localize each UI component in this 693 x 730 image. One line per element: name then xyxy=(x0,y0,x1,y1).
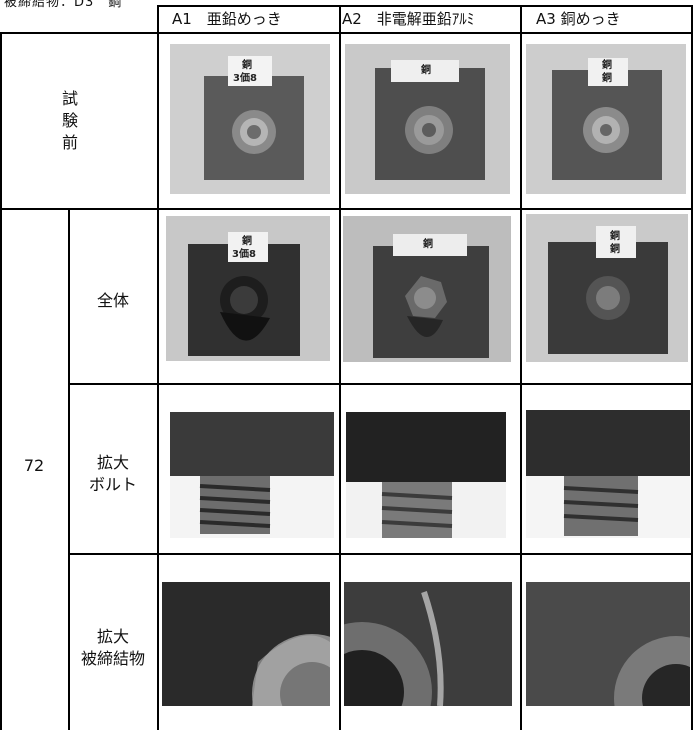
rule-label-col xyxy=(157,5,159,730)
specimen-note: 被締結物：D3 鋼 xyxy=(4,0,123,10)
photo-a2-before: 銅 xyxy=(345,44,510,194)
header-a2: A2 非電解亜鉛ｱﾙﾐ xyxy=(342,9,475,28)
rule-duration-col xyxy=(68,208,70,730)
rule-a2-a3 xyxy=(520,5,522,730)
photo-a3-before: 銅 銅 xyxy=(526,44,686,194)
rule-a1-a2 xyxy=(339,5,341,730)
photo-a3-bolt-closeup xyxy=(526,410,690,538)
label-tag: 銅 xyxy=(242,58,252,71)
photo-a2-material-closeup xyxy=(344,582,512,706)
label-tag: 銅 xyxy=(610,242,620,255)
row-label-fastened-zoom-2: 被締結物 xyxy=(80,649,145,668)
photo-a1-material-closeup xyxy=(162,582,330,706)
photo-a3-overall: 銅 銅 xyxy=(526,214,688,362)
header-a1: A1 亜鉛めっき xyxy=(172,9,282,28)
row-label-bolt-zoom-2: ボルト xyxy=(88,475,137,494)
row-label-overall: 全体 xyxy=(96,291,129,310)
label-tag: 銅 xyxy=(242,234,252,247)
rule-overall-bottom xyxy=(68,383,693,385)
duration-label: 72 xyxy=(23,456,45,475)
row-label-fastened-zoom-1: 拡大 xyxy=(96,627,129,646)
photo-a3-material-closeup xyxy=(526,582,690,706)
rule-bolt-bottom xyxy=(68,553,693,555)
rule-header-bottom xyxy=(0,32,693,34)
label-tag: 銅 xyxy=(423,237,433,250)
row-label-bolt-zoom-1: 拡大 xyxy=(96,453,129,472)
rule-before-bottom xyxy=(0,208,693,210)
label-tag: 3価8 xyxy=(232,247,256,260)
photo-a2-bolt-closeup xyxy=(346,412,506,538)
label-tag: 銅 xyxy=(610,229,620,242)
label-tag: 銅 xyxy=(421,63,431,76)
photo-a1-bolt-closeup xyxy=(170,412,334,538)
rule-right-edge xyxy=(691,5,693,730)
label-tag: 銅 xyxy=(602,58,612,71)
photo-a1-before: 銅 3価8 xyxy=(170,44,330,194)
label-tag: 銅 xyxy=(602,71,612,84)
label-tag: 3価8 xyxy=(233,71,257,84)
rule-header-top xyxy=(157,5,693,7)
photo-a1-overall: 銅 3価8 xyxy=(166,216,330,361)
header-a3: A3 銅めっき xyxy=(536,9,621,28)
rule-left-edge xyxy=(0,32,2,730)
photo-a2-overall: 銅 xyxy=(343,216,511,362)
row-label-before: 試 験 前 xyxy=(61,89,78,152)
